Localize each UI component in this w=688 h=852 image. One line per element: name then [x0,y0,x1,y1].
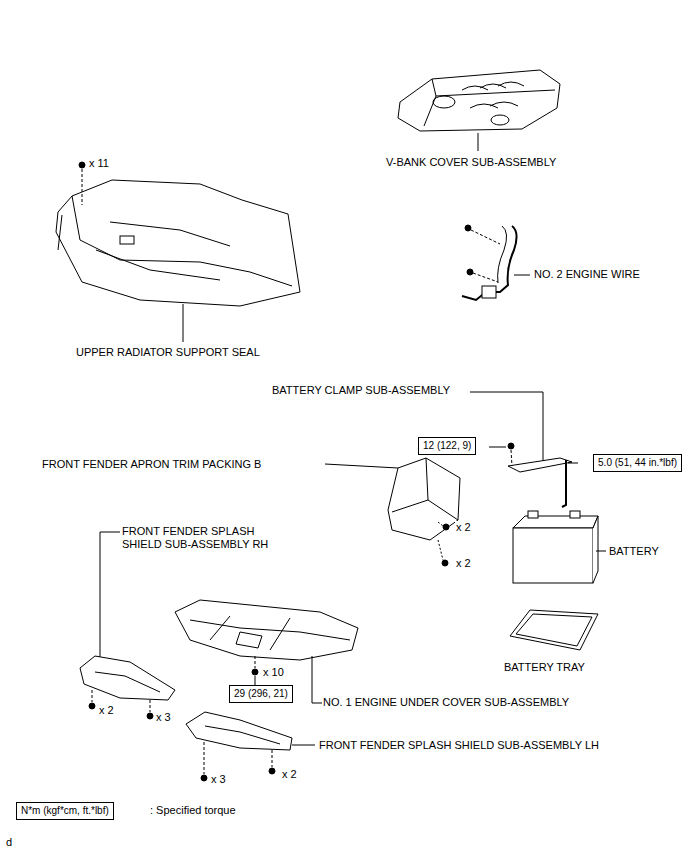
torque-value: 12 (122, 9) [423,440,471,451]
battery-clamp [470,392,578,507]
torque-value: N*m (kgf*cm, ft.*lbf) [21,805,109,816]
part-name: NO. 1 ENGINE UNDER COVER SUB-ASSEMBLY [322,696,570,709]
v-bank-cover [398,70,560,151]
upper-radiator-support-seal [56,162,300,342]
part-name: V-BANK COVER SUB-ASSEMBLY [385,156,557,169]
quantity-label: x 2 [455,521,472,534]
part-name: FRONT FENDER SPLASH SHIELD SUB-ASSEMBLY … [121,525,283,551]
part-name: BATTERY TRAY [503,661,586,674]
battery-tray [510,610,598,650]
legend-text: : Specified torque [149,804,237,817]
quantity-label: x 3 [210,773,227,786]
quantity-label: x 3 [155,711,172,724]
battery [513,511,606,583]
quantity-label: x 2 [281,768,298,781]
part-name: FRONT FENDER APRON TRIM PACKING B [41,458,262,471]
part-name: NO. 2 ENGINE WIRE [533,268,641,281]
quantity-label: x 2 [455,557,472,570]
torque-box: 29 (296, 21) [229,685,293,703]
torque-box: 12 (122, 9) [418,437,476,455]
torque-value: 5.0 (51, 44 in.*lbf) [598,457,677,468]
part-name: BATTERY CLAMP SUB-ASSEMBLY [271,384,451,397]
torque-value: 29 (296, 21) [234,688,288,699]
part-name: FRONT FENDER SPLASH SHIELD SUB-ASSEMBLY … [318,739,600,752]
splash-shield-rh [80,532,175,719]
quantity-label: x 11 [88,157,110,170]
engine-wire [462,225,530,300]
part-name: BATTERY [608,545,660,558]
quantity-label: x 2 [98,704,115,717]
splash-shield-lh [186,712,315,781]
torque-box: 5.0 (51, 44 in.*lbf) [593,454,682,472]
part-name: UPPER RADIATOR SUPPORT SEAL [75,346,261,359]
apron-trim-packing [325,458,460,566]
quantity-label: x 10 [262,666,285,679]
engine-under-cover [175,600,358,703]
legend-sample-box: N*m (kgf*cm, ft.*lbf) [16,802,114,820]
figure-code: d [5,836,13,849]
